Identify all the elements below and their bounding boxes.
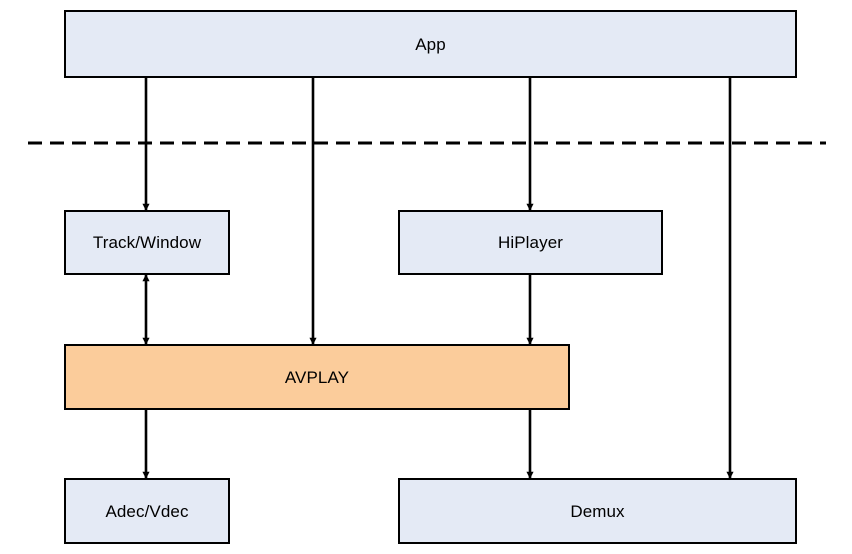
edges-group bbox=[142, 78, 734, 479]
node-app[interactable]: App bbox=[64, 10, 797, 78]
node-hiplayer-label: HiPlayer bbox=[497, 233, 564, 252]
node-app-label: App bbox=[415, 34, 446, 54]
node-demux-label: Demux bbox=[570, 501, 625, 521]
node-adec-vdec-label: Adec/Vdec bbox=[105, 501, 189, 521]
node-hiplayer[interactable]: HiPlayer bbox=[398, 210, 663, 275]
node-avplay[interactable]: AVPLAY bbox=[64, 344, 570, 410]
node-track-window[interactable]: Track/Window bbox=[64, 210, 230, 275]
node-avplay-label: AVPLAY bbox=[284, 367, 350, 387]
node-adec-vdec[interactable]: Adec/Vdec bbox=[64, 478, 230, 544]
node-track-window-label: Track/Window bbox=[92, 233, 202, 252]
node-demux[interactable]: Demux bbox=[398, 478, 797, 544]
